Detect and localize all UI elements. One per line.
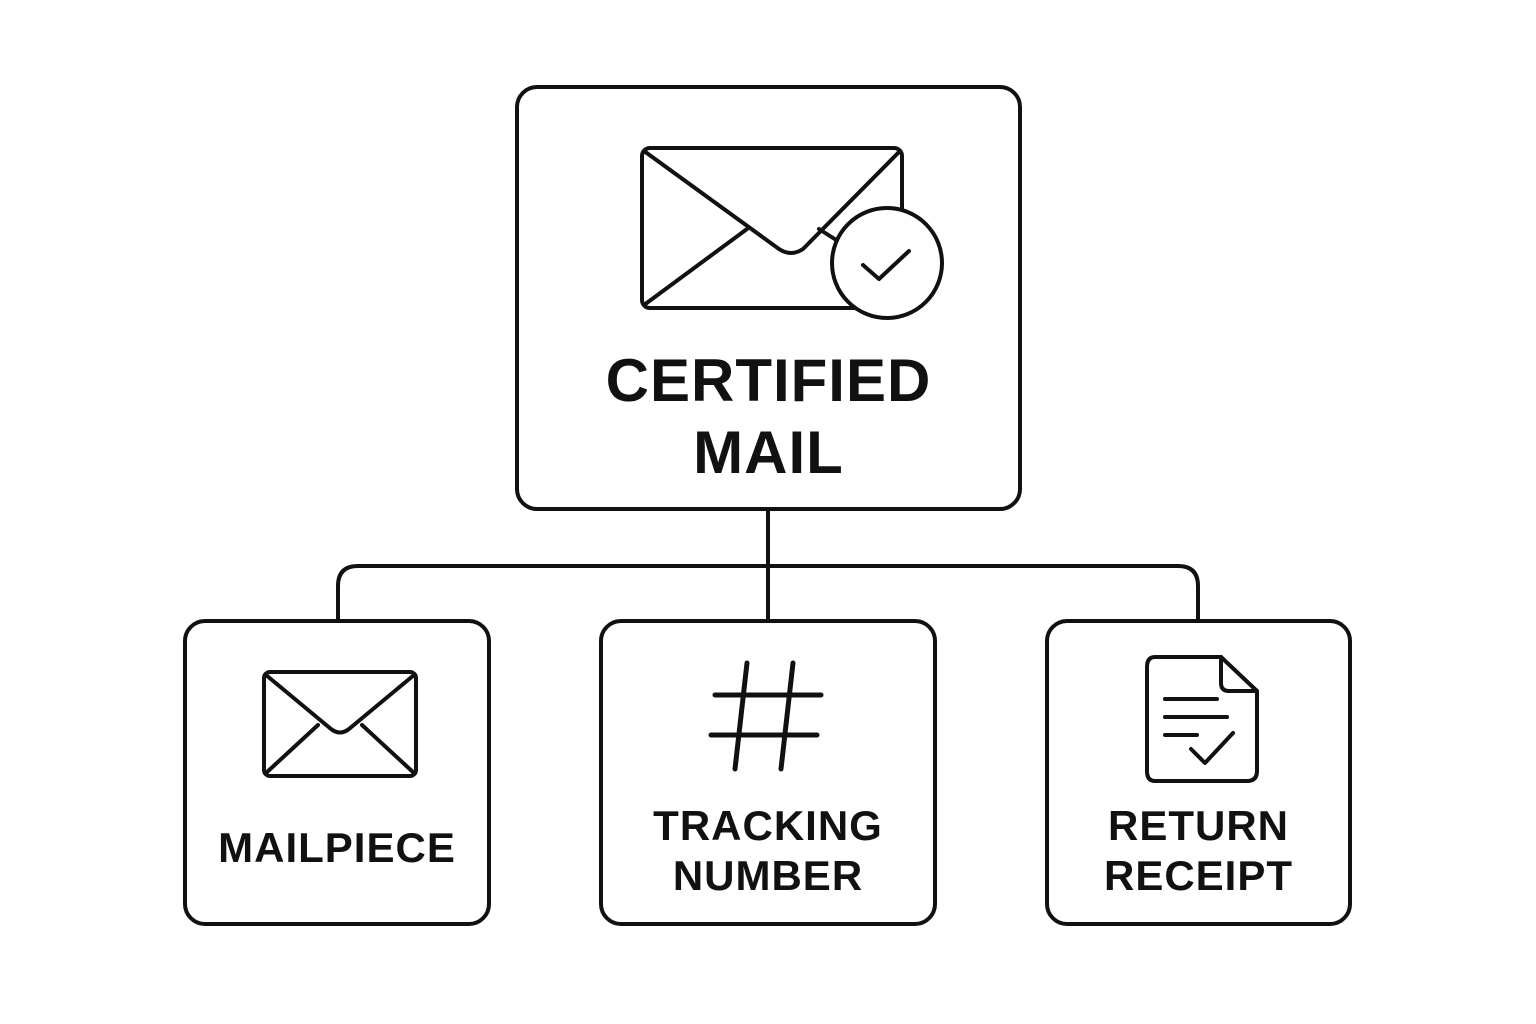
mailpiece-label: MAILPIECE [187, 823, 487, 873]
mailpiece-node: MAILPIECE [183, 619, 491, 926]
envelope-check-icon [640, 146, 944, 320]
tracking-number-node: TRACKING NUMBER [599, 619, 937, 926]
document-check-icon [1145, 655, 1259, 783]
certified-mail-node: CERTIFIED MAIL [515, 85, 1022, 511]
tracking-number-label: TRACKING NUMBER [603, 801, 933, 901]
root-title-line2: MAIL [693, 419, 844, 486]
envelope-icon [262, 670, 418, 778]
mailpiece-label-line1: MAILPIECE [218, 824, 456, 871]
hash-icon [708, 660, 824, 772]
receipt-label-line2: RECEIPT [1103, 852, 1294, 899]
branch-right-connector [766, 564, 1200, 621]
root-title-line1: CERTIFIED [605, 347, 932, 414]
return-receipt-label: RETURN RECEIPT [1049, 801, 1348, 901]
receipt-label-line1: RETURN [1108, 802, 1289, 849]
tracking-label-line1: TRACKING [653, 802, 883, 849]
branch-left-connector [336, 564, 770, 621]
certified-mail-title: CERTIFIED MAIL [519, 345, 1018, 489]
tracking-label-line2: NUMBER [672, 852, 864, 899]
return-receipt-node: RETURN RECEIPT [1045, 619, 1352, 926]
